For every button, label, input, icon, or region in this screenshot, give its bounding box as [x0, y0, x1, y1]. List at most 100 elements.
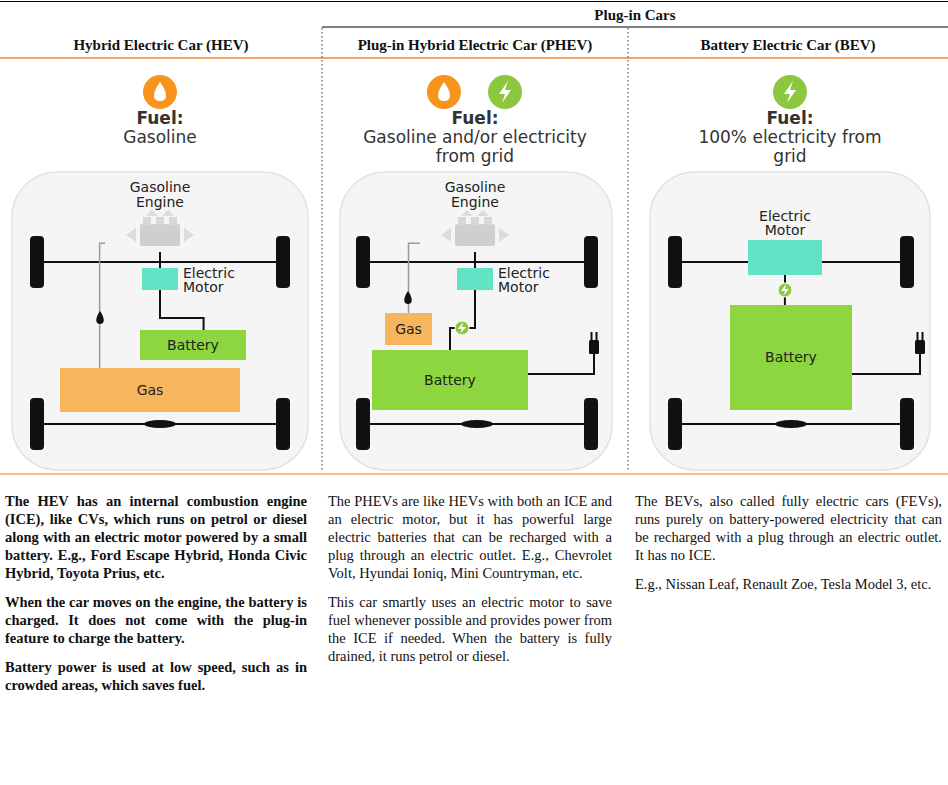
car-outline: [340, 172, 612, 470]
gas-icon: [427, 75, 461, 109]
connector-line: [160, 290, 204, 330]
fuel-icon: [143, 75, 807, 109]
motor-box: Electric Motor: [142, 268, 178, 290]
description: Battery power is used at low speed, such…: [5, 658, 307, 694]
charge-cord: [852, 354, 920, 374]
description: The PHEVs are like HEVs with both an ICE…: [328, 492, 612, 582]
engine-label: Gasoline Engine: [105, 180, 215, 252]
component-label: Gasoline Engine: [118, 180, 202, 210]
drop-symbol: [438, 82, 450, 101]
engine-arrows: [441, 210, 509, 242]
gas-tank-box: Gas: [60, 368, 240, 412]
cylinder: [143, 217, 151, 225]
fuel-heading: Fuel:: [375, 109, 575, 128]
engine-arrows: [126, 210, 194, 242]
component-label: Gas: [137, 383, 164, 398]
wheel: [30, 398, 44, 450]
text-column: The BEVs, also called fully electric car…: [635, 492, 942, 604]
bottom-rule: [0, 473, 948, 475]
car-outline: [12, 172, 308, 470]
connector-line: [159, 252, 161, 268]
fuel-value: Gasoline and/or electricity from grid: [355, 128, 595, 166]
wheel: [668, 398, 682, 450]
description: This car smartly uses an electric motor …: [328, 593, 612, 665]
cylinder: [169, 217, 177, 225]
fuel-heading: Fuel:: [60, 109, 260, 128]
connector-line: [450, 290, 475, 350]
column-header: Battery Electric Car (BEV): [628, 36, 948, 54]
charge-cord: [528, 354, 594, 374]
fuel-heading: Fuel:: [690, 109, 890, 128]
wheel: [276, 398, 290, 450]
text-column: The HEV has an internal combustion engin…: [5, 492, 307, 705]
wheel: [356, 398, 370, 450]
bolt-symbol: [499, 81, 511, 103]
group-header: Plug-in Cars: [322, 6, 948, 24]
wheel: [276, 236, 290, 288]
engine-icon: [441, 210, 509, 246]
plug: [589, 340, 599, 354]
group-rule: [322, 27, 948, 28]
differential: [144, 420, 176, 428]
fuel-drop: [96, 311, 104, 324]
bolt-symbol: [784, 81, 796, 103]
differential: [775, 420, 807, 428]
plug-prongs: [918, 332, 923, 340]
engine-block: [455, 224, 495, 246]
motor-box: Electric Motor: [748, 240, 822, 275]
fuel-drop: [404, 291, 412, 304]
description: When the car moves on the engine, the ba…: [5, 593, 307, 647]
engine-label: Gasoline Engine: [420, 180, 530, 252]
cylinder: [458, 217, 466, 225]
differential: [461, 420, 493, 428]
fuel-value: Gasoline: [20, 128, 300, 147]
car-outline: [650, 172, 930, 470]
wheel: [30, 236, 44, 288]
column-header: Hybrid Electric Car (HEV): [0, 36, 322, 54]
component-label: Gasoline Engine: [433, 180, 517, 210]
wheels: [30, 236, 914, 450]
header-rule: [0, 57, 948, 59]
cylinder: [471, 217, 479, 225]
plug-prongs: [592, 332, 597, 340]
wheel: [584, 236, 598, 288]
engine-icon: [126, 210, 194, 246]
column-separator: [627, 28, 628, 472]
component-label: Battery: [424, 373, 476, 388]
top-rule: [0, 1, 948, 2]
fuel-value: 100% electricity from grid: [690, 128, 890, 166]
gas-tank-box: Gas: [385, 313, 432, 345]
plug: [915, 340, 925, 354]
text-column: The PHEVs are like HEVs with both an ICE…: [328, 492, 612, 676]
column-header: Plug-in Hybrid Electric Car (PHEV): [322, 36, 628, 54]
component-label: Electric Motor: [498, 266, 578, 294]
connector-line: [100, 243, 105, 368]
charge-symbol: [778, 283, 792, 297]
wheel: [900, 236, 914, 288]
wheel: [668, 236, 682, 288]
charge-symbol: [455, 321, 469, 335]
electric-icon: [488, 75, 522, 109]
axles: [44, 262, 900, 424]
car-body: [12, 172, 930, 470]
cylinder: [156, 217, 164, 225]
battery-box: Battery: [730, 305, 852, 410]
cylinder: [484, 217, 492, 225]
description: E.g., Nissan Leaf, Renault Zoe, Tesla Mo…: [635, 575, 942, 593]
column-separator: [321, 28, 322, 472]
component-label: Electric Motor: [745, 209, 825, 237]
component-label: Electric Motor: [183, 266, 263, 294]
engine-block: [140, 224, 180, 246]
axle: [370, 261, 584, 263]
wheel: [356, 236, 370, 288]
bolt-symbol: [458, 322, 466, 334]
description: The HEV has an internal combustion engin…: [5, 492, 307, 582]
wheel: [900, 398, 914, 450]
battery-box: Battery: [140, 330, 246, 360]
bolt-symbol: [781, 284, 789, 296]
connector-line: [474, 252, 476, 268]
gas-icon: [143, 75, 177, 109]
component-label: Battery: [765, 350, 817, 365]
